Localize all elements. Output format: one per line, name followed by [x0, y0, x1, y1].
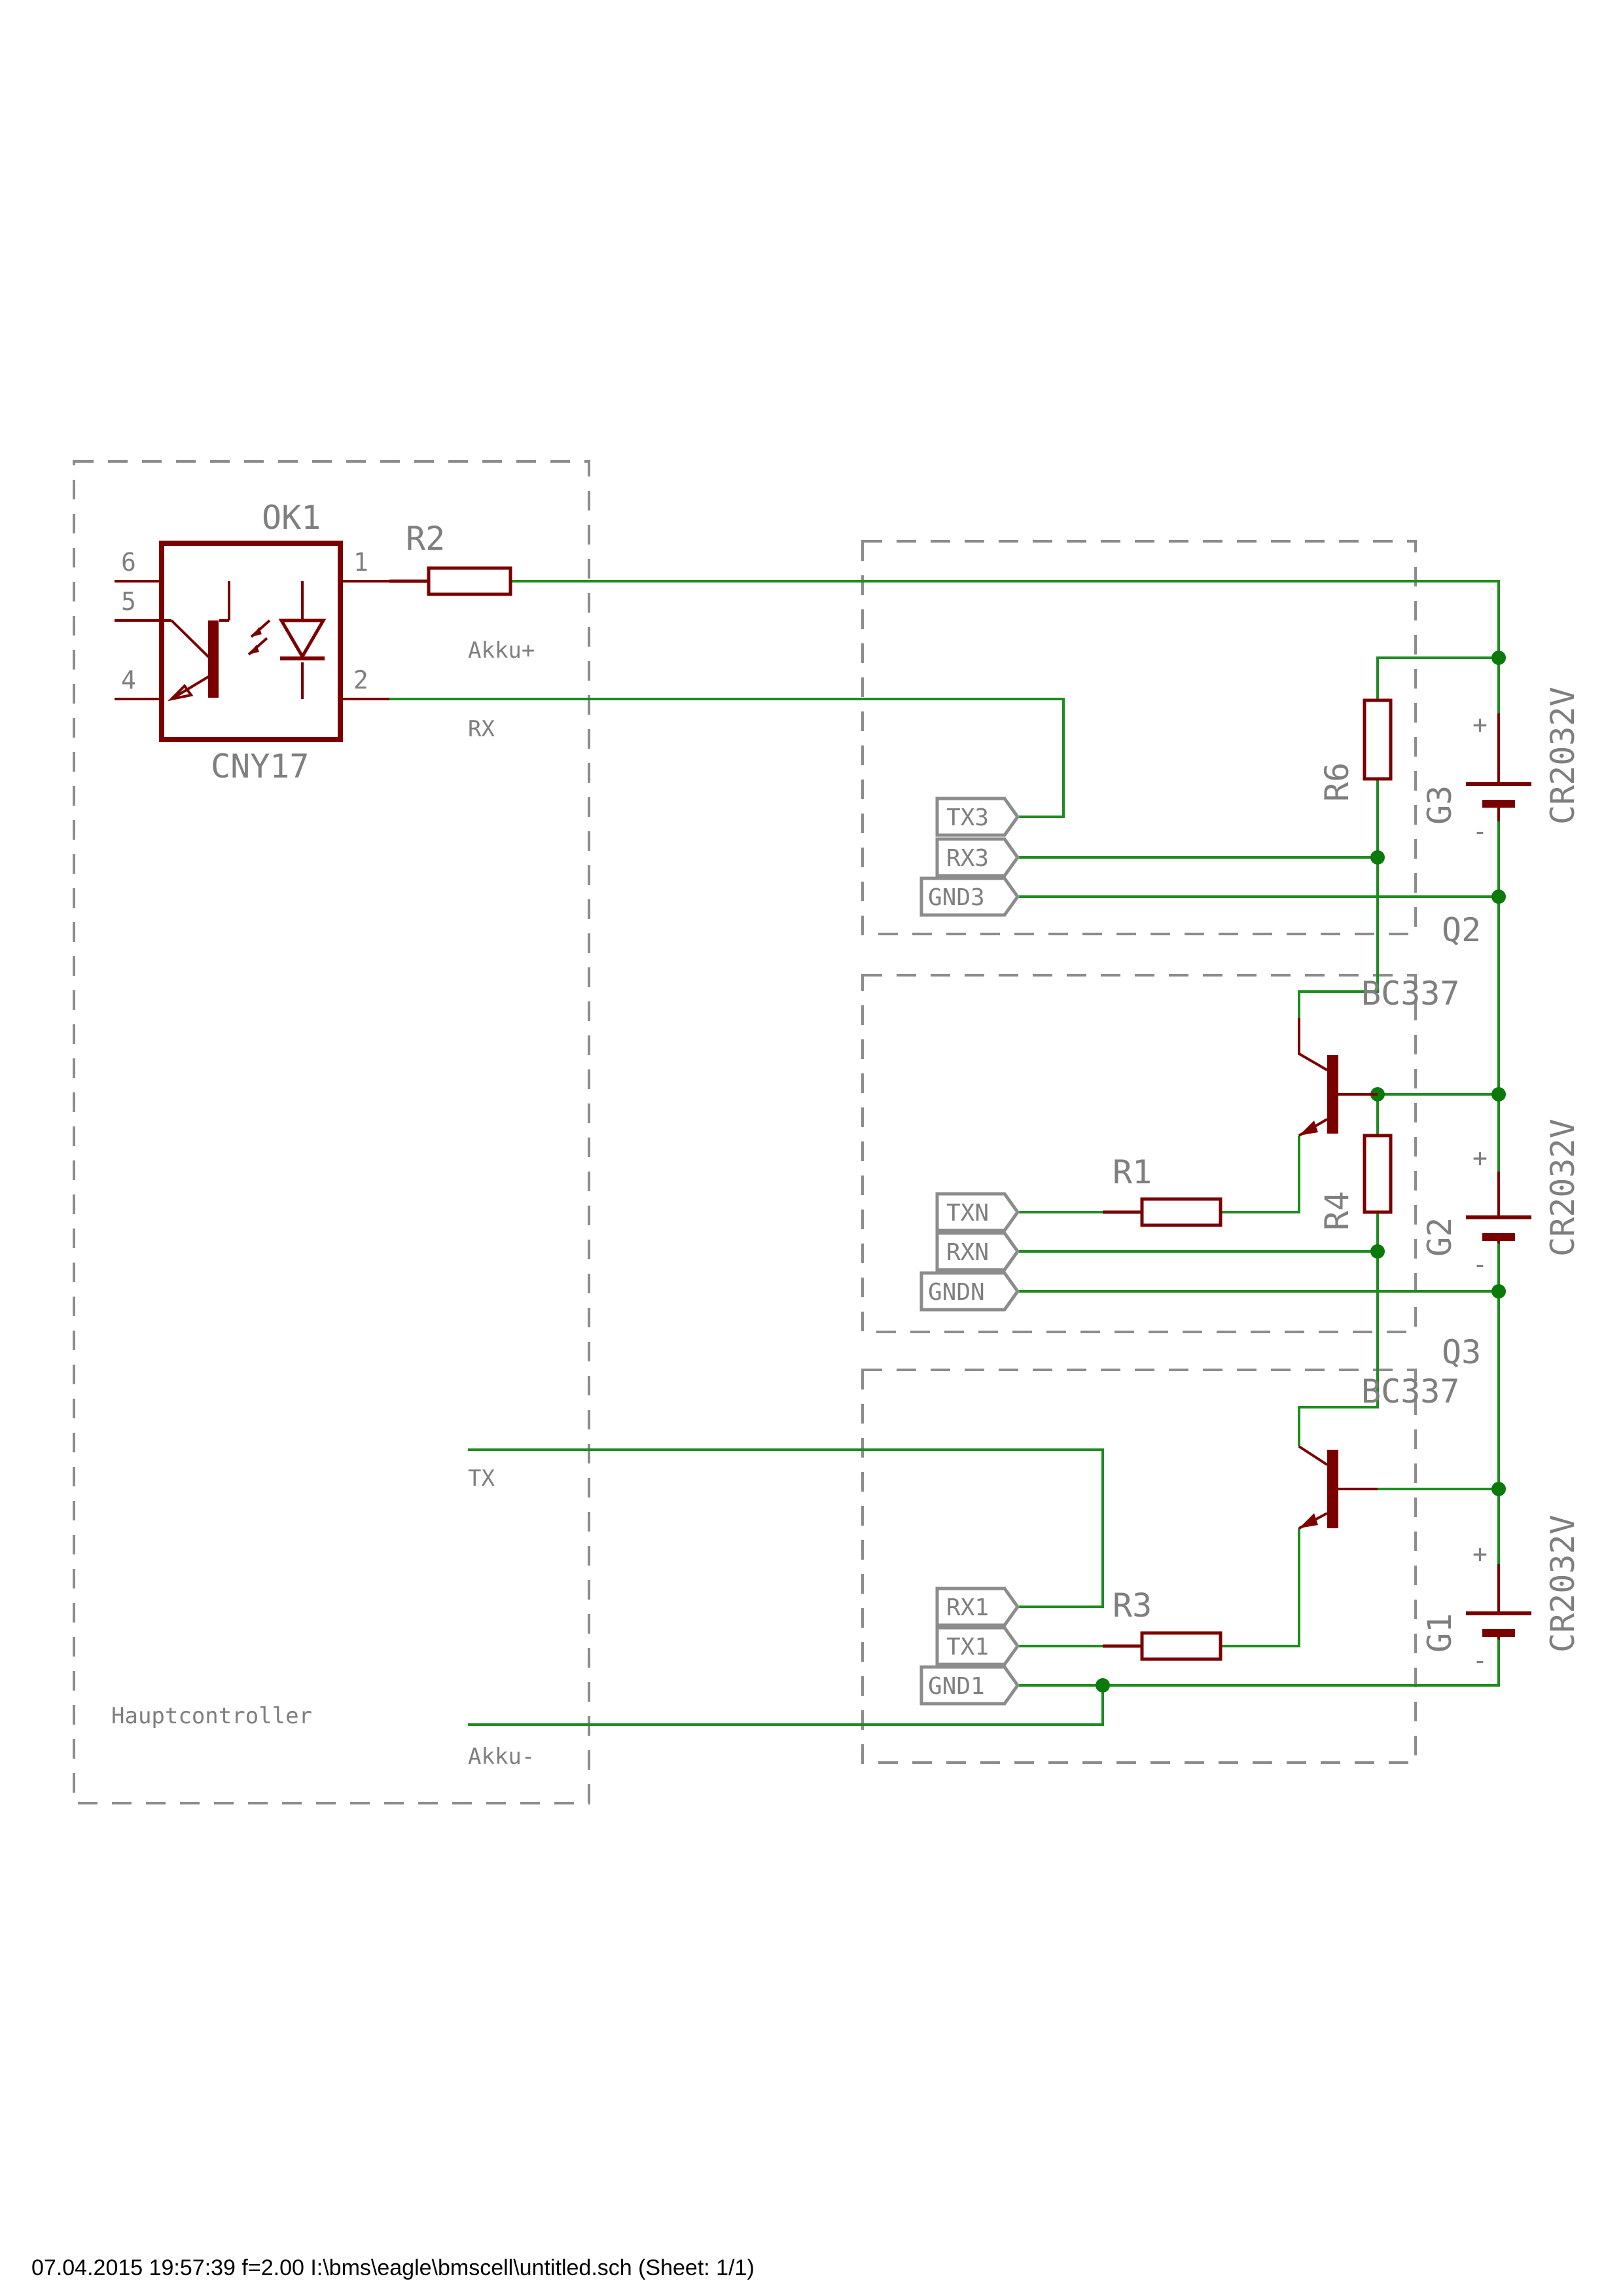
- tag-rxn: [935, 1231, 1020, 1272]
- tag-rx3-label: RX3: [946, 845, 989, 872]
- wire-akku-minus: [468, 1685, 1104, 1726]
- resistor-r3: [1140, 1631, 1222, 1661]
- wire-r1-q2: [1221, 1136, 1300, 1213]
- battery-g2: [1466, 1172, 1531, 1244]
- label-pin2: 2: [353, 666, 368, 694]
- label-q3-value: BC337: [1361, 1372, 1460, 1410]
- junction-rx3: [1370, 850, 1385, 865]
- tag-gnd3-label: GND3: [928, 884, 985, 911]
- label-g2: G2: [1421, 1217, 1459, 1257]
- tag-gnd1: [919, 1665, 1020, 1706]
- label-cny17: CNY17: [211, 747, 310, 785]
- label-q3: Q3: [1442, 1333, 1481, 1371]
- label-g3-plus: +: [1472, 710, 1488, 739]
- label-g2-plus: +: [1472, 1143, 1488, 1172]
- hauptcontroller-frame: [73, 460, 590, 1804]
- label-pin1: 1: [353, 548, 368, 577]
- label-r1: R1: [1113, 1153, 1152, 1191]
- wire-akku-plus: [510, 580, 1500, 661]
- cell2-frame: [861, 974, 1417, 1333]
- label-pin5: 5: [121, 587, 136, 616]
- battery-g1: [1466, 1564, 1531, 1640]
- junction-q3-rail: [1491, 1482, 1506, 1496]
- resistor-r2: [427, 566, 512, 596]
- tag-rx3: [935, 837, 1020, 878]
- tag-rx1-label: RX1: [946, 1594, 989, 1621]
- cell1-frame: [861, 1369, 1417, 1764]
- resistor-r4: [1363, 1134, 1393, 1214]
- label-g1-type: CR2032V: [1544, 1515, 1582, 1653]
- junction-rxn: [1370, 1244, 1385, 1259]
- resistor-r6: [1363, 698, 1393, 781]
- wire-rx: [389, 698, 1065, 818]
- resistors: [389, 566, 1393, 1661]
- label-g1: G1: [1421, 1613, 1459, 1653]
- footer-print-info: 07.04.2015 19:57:39 f=2.00 I:\bms\eagle\…: [31, 2255, 755, 2280]
- junction-gnd1: [1096, 1678, 1110, 1693]
- label-q2: Q2: [1442, 911, 1481, 949]
- label-g3-minus: -: [1472, 817, 1488, 846]
- optocoupler-ok1: [115, 541, 389, 742]
- tag-rx1: [935, 1587, 1020, 1627]
- transistor-q3: [1298, 1445, 1378, 1530]
- junction-gndn: [1491, 1284, 1506, 1299]
- tag-tx1: [935, 1626, 1020, 1666]
- junctions: [1096, 651, 1506, 1693]
- label-pin6: 6: [121, 548, 136, 577]
- label-r6: R6: [1318, 762, 1356, 802]
- junction-g3-plus: [1491, 651, 1506, 665]
- label-tx: TX: [468, 1465, 495, 1492]
- tag-gnd3: [919, 876, 1020, 917]
- wire-r6-q2: [1298, 779, 1379, 1018]
- connector-tags: [919, 797, 1020, 1706]
- wire-gnd1: [1018, 1640, 1500, 1687]
- tag-txn-label: TXN: [946, 1200, 989, 1227]
- label-g1-plus: +: [1472, 1539, 1488, 1568]
- tag-tx3: [935, 797, 1020, 837]
- transistor-q2: [1298, 1018, 1378, 1137]
- label-ok1: OK1: [262, 499, 321, 537]
- label-akku-plus: Akku+: [468, 637, 535, 664]
- tag-gndn-label: GNDN: [928, 1279, 985, 1306]
- tag-rxn-label: RXN: [946, 1239, 989, 1266]
- label-pin4: 4: [121, 666, 136, 694]
- label-akku-minus: Akku-: [468, 1744, 535, 1770]
- tag-gndn: [919, 1271, 1020, 1312]
- junction-q2-rail: [1491, 1087, 1506, 1102]
- tag-tx1-label: TX1: [946, 1634, 989, 1660]
- wire-r6-top: [1376, 656, 1499, 700]
- resistor-r1: [1140, 1197, 1222, 1227]
- label-hauptcontroller: Hauptcontroller: [111, 1703, 312, 1729]
- label-r4: R4: [1318, 1191, 1356, 1230]
- label-r2: R2: [406, 520, 445, 558]
- label-rx: RX: [468, 716, 495, 742]
- label-g1-minus: -: [1472, 1646, 1488, 1675]
- wire-rxn-q3: [1298, 1251, 1379, 1446]
- cell3-frame: [861, 540, 1417, 935]
- junction-gnd3: [1491, 889, 1506, 904]
- tag-txn: [935, 1192, 1020, 1232]
- ok1-body: [159, 541, 343, 742]
- label-g2-type: CR2032V: [1544, 1119, 1582, 1257]
- wire-tx: [468, 1448, 1104, 1608]
- label-r3: R3: [1113, 1587, 1152, 1624]
- wire-r3-q3: [1221, 1528, 1300, 1647]
- tag-tx3-label: TX3: [946, 804, 989, 831]
- battery-g3: [1466, 713, 1531, 821]
- tag-gnd1-label: GND1: [928, 1673, 985, 1700]
- label-g3: G3: [1421, 785, 1459, 825]
- label-g3-type: CR2032V: [1544, 687, 1582, 825]
- wires: [389, 580, 1500, 1726]
- label-q2-value: BC337: [1361, 975, 1460, 1013]
- label-g2-minus: -: [1472, 1250, 1488, 1279]
